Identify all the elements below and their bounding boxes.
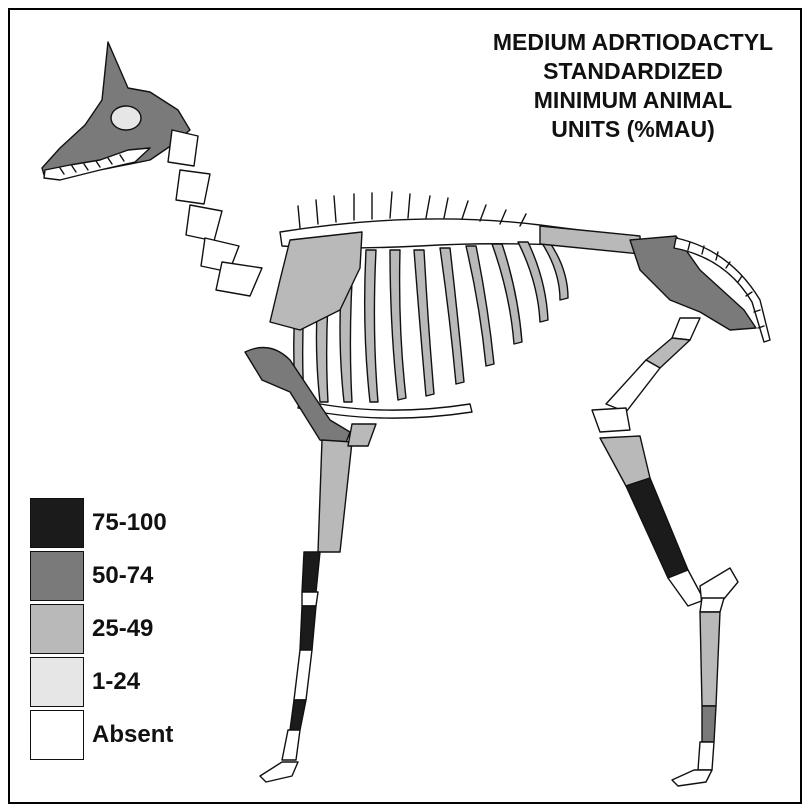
legend-label: 25-49 xyxy=(92,615,153,643)
cervical-vertebrae xyxy=(168,130,262,296)
legend-item: 75-100 xyxy=(30,496,173,549)
title-line: MINIMUM ANIMAL xyxy=(468,86,798,115)
legend-swatch xyxy=(30,604,84,654)
front-phalanges xyxy=(260,730,300,782)
legend-label: 1-24 xyxy=(92,668,140,696)
legend-item: Absent xyxy=(30,708,173,761)
figure-title: MEDIUM ADRTIODACTYL STANDARDIZED MINIMUM… xyxy=(468,28,798,144)
tarsals xyxy=(700,568,738,612)
legend-item: 50-74 xyxy=(30,549,173,602)
legend-label: 50-74 xyxy=(92,562,153,590)
title-line: UNITS (%MAU) xyxy=(468,115,798,144)
hind-phalanges xyxy=(672,742,714,786)
hind-metatarsal xyxy=(700,612,720,742)
femur xyxy=(592,318,700,432)
legend-label: Absent xyxy=(92,721,173,749)
tibia xyxy=(600,436,704,606)
front-radius-ulna xyxy=(318,424,376,552)
legend-swatch xyxy=(30,551,84,601)
legend-swatch xyxy=(30,498,84,548)
legend-swatch xyxy=(30,657,84,707)
legend-item: 25-49 xyxy=(30,602,173,655)
front-metacarpal xyxy=(290,552,320,730)
title-line: STANDARDIZED xyxy=(468,57,798,86)
title-line: MEDIUM ADRTIODACTYL xyxy=(468,28,798,57)
legend-item: 1-24 xyxy=(30,655,173,708)
legend-label: 75-100 xyxy=(92,509,167,537)
legend-swatch xyxy=(30,710,84,760)
legend: 75-100 50-74 25-49 1-24 Absent xyxy=(30,496,173,761)
